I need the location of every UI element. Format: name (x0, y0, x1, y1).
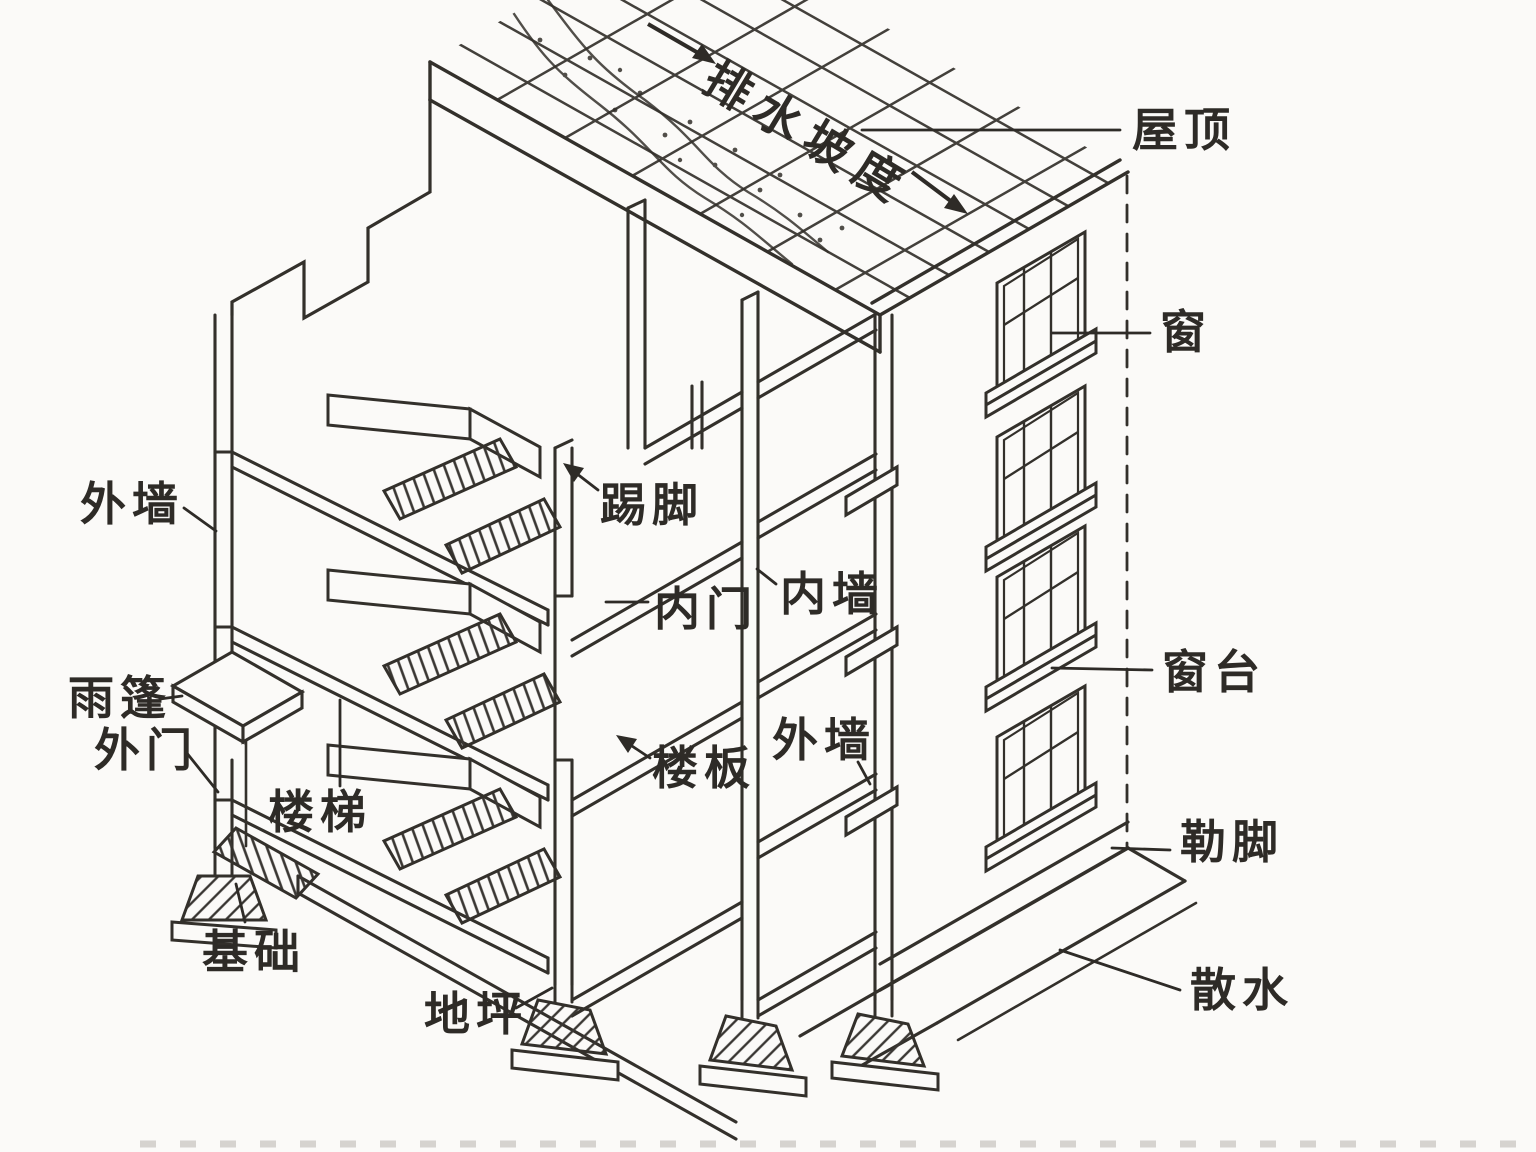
window-sill-ledge (984, 326, 1098, 420)
cut-wall-stair-partition (553, 438, 574, 987)
leader-window-sill (1050, 666, 1154, 672)
stair-storey (326, 393, 563, 575)
window-3 (984, 523, 1098, 714)
window-4 (984, 683, 1098, 874)
leader-ground-floor (514, 986, 554, 1010)
label-ground-floor: 地坪 (424, 987, 528, 1041)
roof-cornice-edge (428, 60, 1130, 354)
window-1 (984, 229, 1098, 420)
floor-slabs-left-bay (230, 450, 550, 975)
cut-sill-tabs (844, 464, 899, 838)
entrance-steps (211, 826, 321, 900)
stair-storey (326, 568, 563, 750)
facade-windows (984, 229, 1098, 874)
foundations (170, 846, 940, 1098)
footing-stair-wall (510, 983, 620, 1082)
label-canopy: 雨篷 (68, 671, 172, 725)
floor-slabs-front-bay (756, 312, 878, 1018)
roof (230, 0, 1130, 354)
label-exterior-door: 外门 (94, 723, 198, 777)
label-floor-slab: 楼板 (652, 741, 756, 795)
label-foundation: 基础 (202, 925, 306, 979)
roof-slope-annotation: 排水坡度 (647, 22, 968, 218)
staircase (211, 393, 563, 925)
leader-apron (1058, 948, 1182, 992)
leader-canopy (158, 694, 184, 701)
cut-wall-left-exterior (213, 313, 248, 850)
label-window-sill: 窗台 (1162, 645, 1266, 699)
label-skirting: 踢脚 (600, 478, 704, 532)
roof-parapet-steps (230, 97, 432, 321)
label-roof: 屋顶 (1132, 103, 1236, 157)
roof-hatch-grid (430, 0, 1128, 300)
leader-floor-slab (616, 735, 652, 760)
window-sill-ledge (984, 780, 1098, 874)
label-apron: 散水 (1190, 963, 1294, 1017)
label-interior-door: 内门 (654, 582, 758, 636)
floor-slabs-room-bay (570, 390, 744, 1018)
footing-interior-wall (698, 998, 808, 1098)
window-sill-ledge (984, 620, 1098, 714)
cut-wall-top-storey (626, 198, 704, 450)
footing-facade-wall (830, 998, 940, 1092)
label-window: 窗 (1160, 305, 1212, 359)
cutaway-interior (169, 198, 899, 1141)
label-plinth: 勒脚 (1180, 815, 1284, 869)
stair-storey (326, 743, 563, 925)
footing-left (170, 846, 278, 950)
window-2 (984, 383, 1098, 574)
cut-wall-interior (740, 290, 760, 1002)
plinth-top-line (878, 820, 1130, 966)
window-sill-ledge (984, 480, 1098, 574)
leader-plinth (1110, 846, 1172, 852)
leader-exterior-door (184, 750, 220, 794)
label-exterior-wall-left: 外墙 (80, 477, 184, 531)
leader-skirting (563, 463, 600, 492)
right-facade (798, 174, 1198, 1074)
flow-arrow-icon (647, 22, 968, 214)
labels: 屋顶 窗 窗台 勒脚 散水 外墙 雨篷 外门 楼梯 基础 地坪 踢脚 内门 内墙… (68, 103, 1294, 1041)
leader-interior-wall (755, 567, 778, 586)
facade-base-edge (878, 846, 1130, 992)
leader-exterior-wall-left (182, 506, 218, 533)
label-exterior-wall-mid: 外墙 (772, 713, 876, 767)
leader-exterior-wall-mid (856, 760, 872, 786)
label-interior-wall: 内墙 (780, 567, 884, 621)
leader-lines (158, 128, 1182, 1010)
stipple-dots (537, 37, 845, 243)
leader-foundation (234, 882, 247, 924)
roof-drainage-channel (503, 0, 845, 266)
label-stairs: 楼梯 (268, 785, 372, 839)
